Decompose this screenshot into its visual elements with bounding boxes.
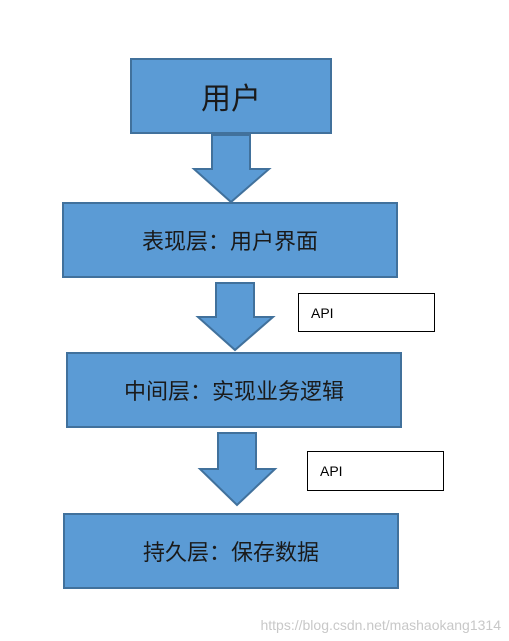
api-label: API	[320, 463, 343, 479]
user-box: 用户	[130, 58, 332, 134]
presentation-layer-label: 表现层：用户界面	[141, 230, 318, 255]
watermark: https://blog.csdn.net/mashaokang1314	[260, 617, 501, 633]
middle-layer-box: 中间层：实现业务逻辑	[66, 352, 402, 428]
persistence-layer-label: 持久层：保存数据	[142, 541, 319, 566]
user-box-label: 用户	[201, 82, 261, 117]
api-label-box: API	[307, 451, 444, 491]
down-arrow-icon	[197, 432, 278, 507]
down-arrow-icon	[191, 134, 272, 204]
presentation-layer-box: 表现层：用户界面	[62, 202, 398, 278]
persistence-layer-box: 持久层：保存数据	[63, 513, 399, 589]
middle-layer-label: 中间层：实现业务逻辑	[123, 380, 344, 405]
api-label: API	[311, 304, 334, 321]
down-arrow-icon	[195, 282, 276, 352]
api-label-box: API	[298, 293, 435, 332]
